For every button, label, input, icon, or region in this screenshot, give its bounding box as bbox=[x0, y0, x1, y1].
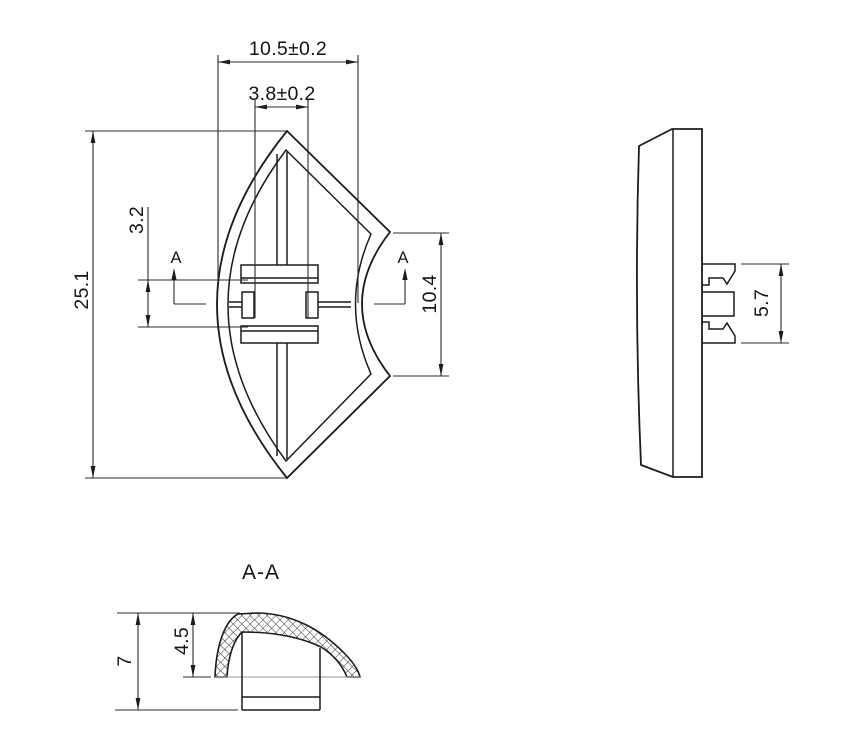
dim-stem-height-arrow-top bbox=[778, 264, 784, 276]
dim-section-total-arrow-bottom bbox=[135, 698, 141, 710]
dim-outer-width-arrow-right bbox=[346, 59, 358, 65]
dim-outer-width-arrow-left bbox=[218, 59, 230, 65]
front-inner-outline bbox=[227, 148, 372, 463]
section-view-dimensions: 7 4.5 bbox=[114, 612, 240, 711]
dim-inner-width-arrow-left bbox=[255, 104, 267, 110]
section-marker-right-label: A bbox=[397, 249, 408, 267]
dim-inner-width-extension-lines bbox=[254, 100, 309, 318]
front-left-connector-rib bbox=[229, 301, 242, 308]
section-marker-right-arrow bbox=[402, 268, 408, 280]
section-stem bbox=[241, 632, 321, 711]
section-marker-left-label: A bbox=[170, 249, 181, 267]
front-view-dimensions: 10.5±0.2 3.8±0.2 25.1 3.2 10.4 A bbox=[71, 38, 449, 479]
dim-inner-width-arrow-right bbox=[296, 104, 308, 110]
dim-section-total-arrow-top bbox=[135, 613, 141, 625]
side-stem-top-snap bbox=[702, 263, 736, 286]
front-right-clip bbox=[305, 291, 319, 319]
dim-outer-width-label: 10.5±0.2 bbox=[249, 38, 327, 60]
dim-outer-width-extension-lines bbox=[217, 55, 359, 303]
front-view bbox=[216, 129, 392, 480]
side-view-dimensions: 5.7 bbox=[741, 263, 789, 344]
front-outer-outline bbox=[216, 129, 392, 480]
section-marker-right: A bbox=[374, 249, 409, 305]
front-center-stem bbox=[276, 152, 288, 459]
dim-total-height-arrow-bottom bbox=[90, 466, 96, 478]
section-marker-left-arrow bbox=[171, 268, 177, 280]
dim-rib-gap-arrow-bottom bbox=[145, 315, 151, 327]
section-marker-left: A bbox=[170, 249, 206, 305]
dim-rib-gap-extension-lines bbox=[138, 279, 248, 328]
side-body-outline bbox=[636, 128, 703, 478]
dim-dome-height-label: 4.5 bbox=[171, 627, 193, 655]
dim-total-height-extension-lines bbox=[85, 130, 287, 479]
front-bottom-bar bbox=[240, 325, 319, 344]
section-dome-hatched-wall bbox=[214, 612, 361, 678]
dim-stem-height-arrow-bottom bbox=[778, 331, 784, 343]
side-stem-middle-block bbox=[702, 291, 735, 317]
side-view bbox=[636, 128, 736, 478]
dim-side-height-arrow-bottom bbox=[438, 364, 444, 376]
side-stem-bottom-snap bbox=[702, 321, 736, 344]
section-marker-right-line bbox=[374, 271, 406, 305]
dim-rib-gap-label: 3.2 bbox=[126, 206, 148, 234]
front-right-connector-rib bbox=[318, 301, 351, 308]
dim-side-height-extension-lines bbox=[393, 232, 449, 377]
dim-dome-height-arrow-bottom bbox=[190, 665, 196, 677]
front-left-clip bbox=[241, 291, 255, 319]
dim-rib-gap-arrow-top bbox=[145, 280, 151, 292]
dim-stem-height-label: 5.7 bbox=[751, 289, 773, 317]
section-marker-left-line bbox=[173, 271, 206, 305]
dim-side-height-label: 10.4 bbox=[419, 274, 441, 313]
section-view-title: A-A bbox=[242, 561, 280, 584]
dim-section-total-label: 7 bbox=[114, 655, 136, 666]
dim-total-height-label: 25.1 bbox=[71, 270, 93, 309]
front-top-bar bbox=[240, 264, 319, 284]
dim-total-height-arrow-top bbox=[90, 131, 96, 143]
dim-side-height-arrow-top bbox=[438, 233, 444, 245]
section-view: A-A bbox=[214, 561, 361, 711]
dim-inner-width-label: 3.8±0.2 bbox=[248, 83, 315, 105]
dim-dome-height-arrow-top bbox=[190, 613, 196, 625]
